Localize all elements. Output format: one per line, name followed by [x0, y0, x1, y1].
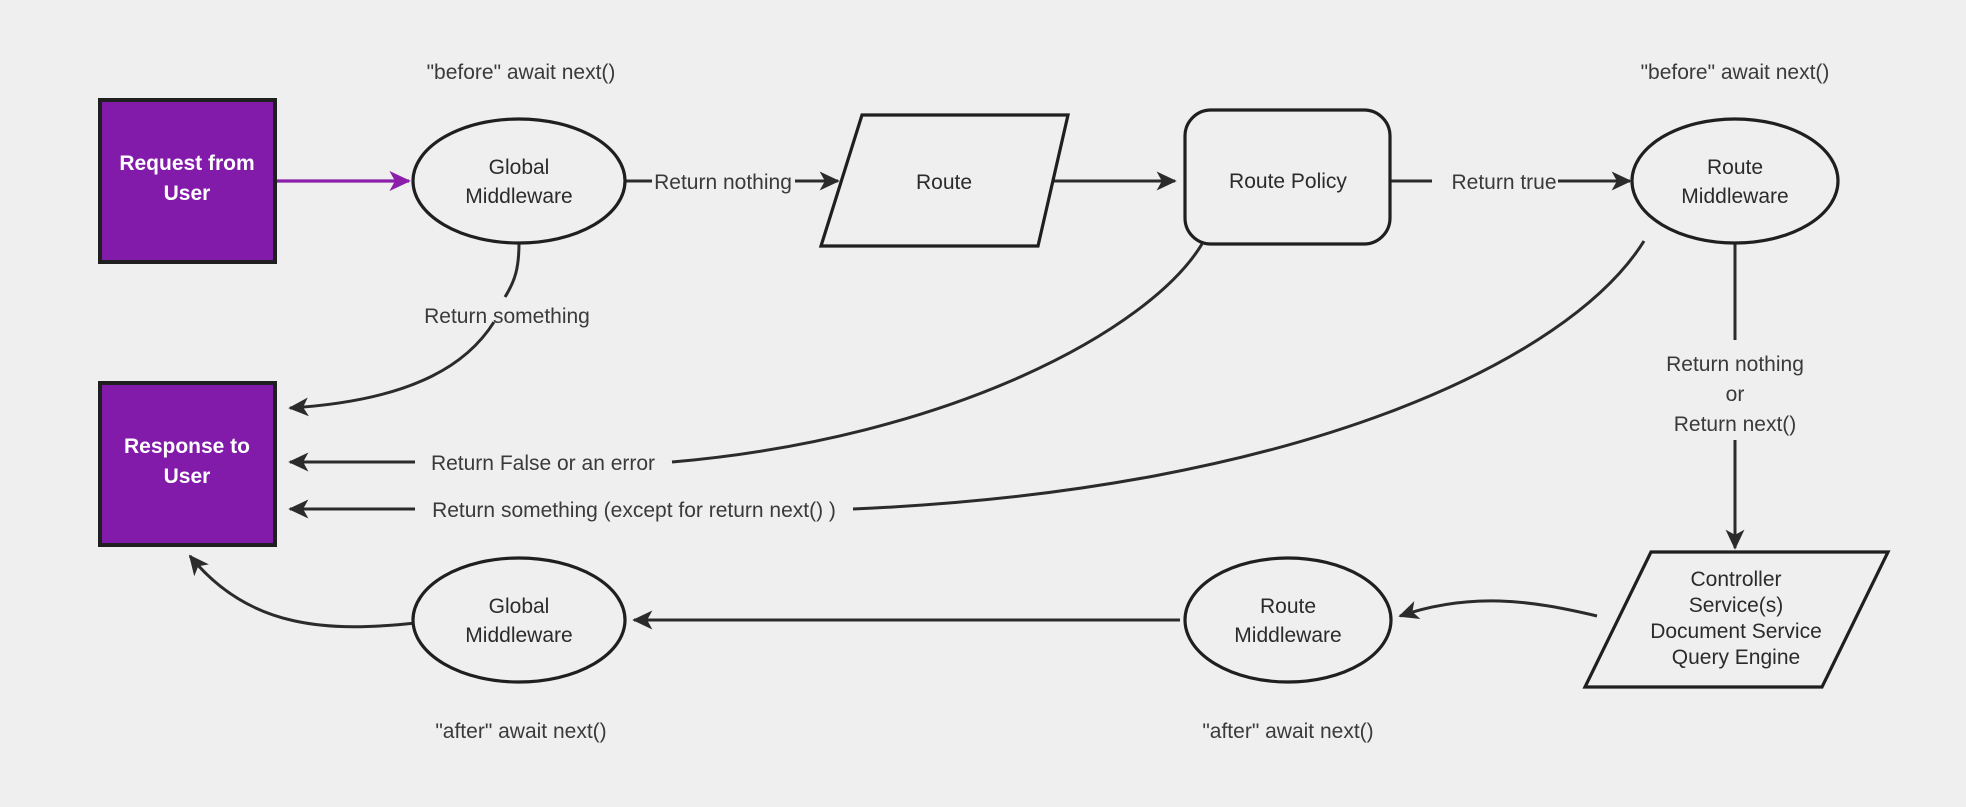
- route-middleware-top-label-line2: Middleware: [1681, 185, 1788, 208]
- controller-label-line4: Query Engine: [1672, 646, 1800, 669]
- global-middleware-top-label-line2: Middleware: [465, 185, 572, 208]
- response-label-line1: Response to: [124, 435, 250, 458]
- node-route[interactable]: Route: [818, 113, 1071, 248]
- edge-label-return-nothing-or-next-line2: or: [1726, 383, 1745, 406]
- route-middleware-bottom-ellipse[interactable]: [1183, 556, 1393, 684]
- node-global-middleware-bottom[interactable]: Global Middleware: [411, 556, 627, 684]
- controller-parallelogram[interactable]: [1582, 550, 1891, 689]
- edge-global-middleware-bottom-to-response: [188, 554, 417, 629]
- annotation-after-await-next-right: "after" await next(): [1202, 720, 1373, 743]
- edge-controller-to-route-middleware-bottom: [1398, 599, 1598, 619]
- global-middleware-bottom-label-line1: Global: [489, 595, 550, 618]
- route-parallelogram[interactable]: [818, 113, 1071, 248]
- controller-label-line3: Document Service: [1650, 620, 1822, 643]
- edge-label-return-true: Return true: [1451, 171, 1556, 194]
- controller-label-line2: Service(s): [1689, 594, 1784, 617]
- global-middleware-top-label-line1: Global: [489, 156, 550, 179]
- route-middleware-bottom-label-line1: Route: [1260, 595, 1316, 618]
- edge-label-return-nothing: Return nothing: [654, 171, 792, 194]
- route-policy-box[interactable]: [1183, 108, 1392, 246]
- edge-label-return-false-or-error: Return False or an error: [431, 452, 655, 475]
- route-label: Route: [916, 171, 972, 194]
- global-middleware-top-ellipse[interactable]: [411, 117, 627, 245]
- annotation-before-await-next-left: "before" await next(): [427, 61, 616, 84]
- node-route-middleware-top[interactable]: Route Middleware: [1630, 117, 1840, 245]
- annotation-before-await-next-right: "before" await next(): [1641, 61, 1830, 84]
- edge-route-policy-to-response: [288, 243, 1204, 472]
- edge-label-return-nothing-or-next-line1: Return nothing: [1666, 353, 1804, 376]
- controller-label-line1: Controller: [1690, 568, 1781, 591]
- global-middleware-bottom-label-line2: Middleware: [465, 624, 572, 647]
- request-label-line2: User: [164, 182, 211, 205]
- node-controller-services[interactable]: Controller Service(s) Document Service Q…: [1582, 550, 1891, 689]
- node-route-policy[interactable]: Route Policy: [1183, 108, 1392, 246]
- node-global-middleware-top[interactable]: Global Middleware: [411, 117, 627, 245]
- edge-route-middleware-to-response: [288, 240, 1646, 519]
- annotation-after-await-next-left: "after" await next(): [435, 720, 606, 743]
- route-middleware-top-label-line1: Route: [1707, 156, 1763, 179]
- request-box[interactable]: [98, 98, 277, 264]
- node-request-from-user[interactable]: Request from User: [98, 98, 277, 264]
- edge-label-return-nothing-or-next-line3: Return next(): [1674, 413, 1797, 436]
- route-middleware-top-ellipse[interactable]: [1630, 117, 1840, 245]
- route-middleware-bottom-label-line2: Middleware: [1234, 624, 1341, 647]
- edge-label-return-something-except-next: Return something (except for return next…: [432, 499, 836, 522]
- request-label-line1: Request from: [119, 152, 254, 175]
- edge-label-return-something-global: Return something: [424, 305, 590, 328]
- node-route-middleware-bottom[interactable]: Route Middleware: [1183, 556, 1393, 684]
- edge-global-middleware-to-response: [288, 242, 521, 417]
- response-box[interactable]: [98, 381, 277, 547]
- global-middleware-bottom-ellipse[interactable]: [411, 556, 627, 684]
- node-response-to-user[interactable]: Response to User: [98, 381, 277, 547]
- route-policy-label: Route Policy: [1229, 170, 1347, 193]
- response-label-line2: User: [164, 465, 211, 488]
